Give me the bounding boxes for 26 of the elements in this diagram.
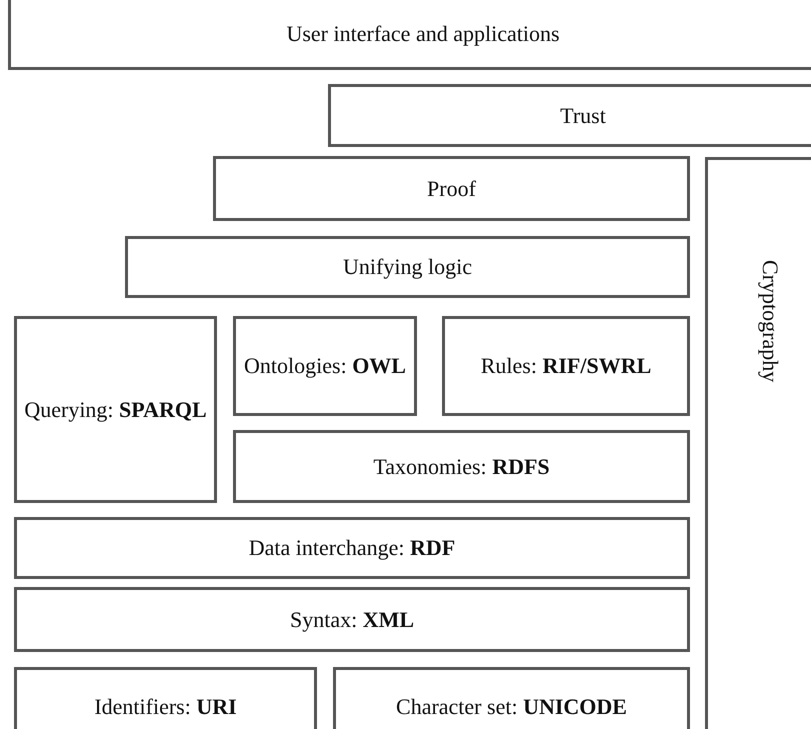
layer-label: Cryptography	[756, 260, 784, 382]
layer-box	[14, 587, 690, 652]
layer-box	[14, 667, 317, 729]
layer-label: Proof	[426, 174, 477, 203]
layer-label: Identifiers: URI	[93, 693, 238, 722]
layer-box	[442, 316, 690, 416]
layer-label: Character set: UNICODE	[395, 693, 628, 722]
layer-label: Ontologies: OWL	[243, 352, 407, 380]
layer-label: User interface and applications	[285, 20, 561, 48]
layer-box	[14, 316, 217, 503]
layer-label: Taxonomies: RDFS	[372, 452, 551, 481]
layer-box	[705, 157, 811, 729]
layer-box	[8, 0, 811, 70]
layer-box	[233, 316, 417, 416]
layer-box	[333, 667, 690, 729]
layer-box	[125, 236, 690, 298]
layer-box	[213, 156, 690, 221]
layer-label: Rules: RIF/SWRL	[480, 352, 652, 380]
layer-label: Trust	[559, 102, 607, 130]
layer-label: Unifying logic	[342, 253, 473, 282]
layer-label: Syntax: XML	[288, 606, 416, 634]
layer-box	[328, 84, 811, 147]
layer-label: Querying: SPARQL	[23, 396, 208, 424]
layer-box	[233, 430, 690, 503]
layer-label: Data interchange: RDF	[248, 534, 456, 562]
layer-box	[14, 517, 690, 579]
